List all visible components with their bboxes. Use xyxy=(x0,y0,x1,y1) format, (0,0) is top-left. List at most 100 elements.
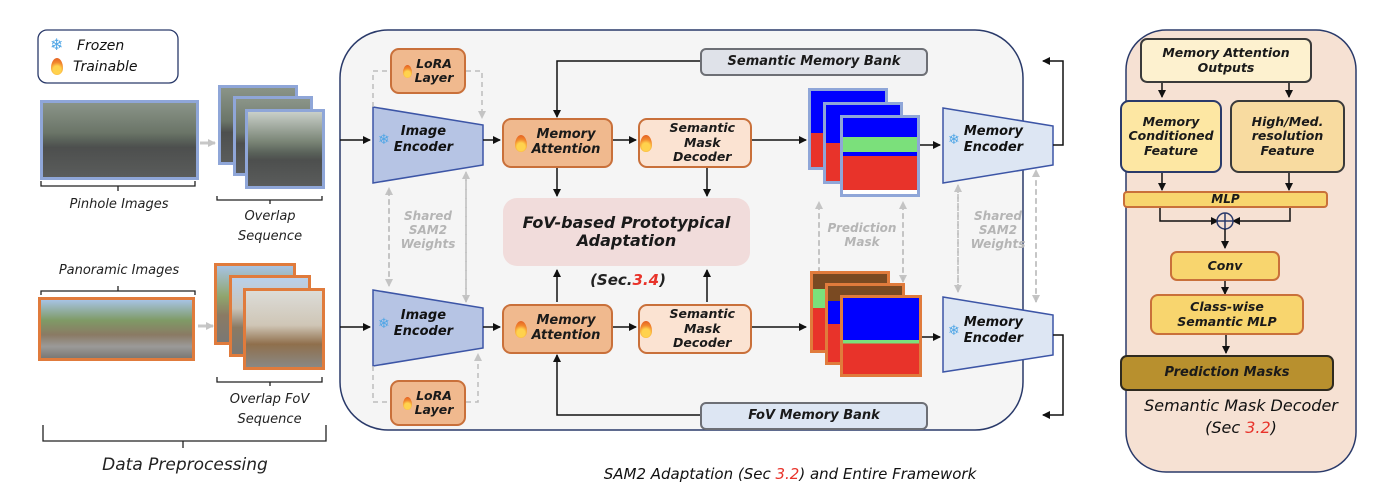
shared-label-1: Shared xyxy=(974,209,1022,223)
legend-frozen-label: Frozen xyxy=(76,38,125,54)
prediction-label-1: Prediction xyxy=(827,221,897,235)
pred-mask-top-3 xyxy=(840,115,920,197)
sec-3-4-reference: (Sec.3.4) xyxy=(563,271,693,289)
flame-icon xyxy=(402,64,412,78)
classwise-semantic-mlp: Class-wise Semantic MLP xyxy=(1150,294,1304,335)
conv-block: Conv xyxy=(1170,251,1280,281)
memory-encoder-label-1: Memory xyxy=(963,315,1023,330)
snowflake-icon: ❄ xyxy=(50,35,64,54)
overlap-sequence-label-2: Sequence xyxy=(237,229,303,244)
memory-encoder-top-shape xyxy=(942,107,1054,184)
highres-label-1: High/Med. xyxy=(1251,113,1324,129)
mem-attn-outputs-label-1: Memory Attention xyxy=(1162,45,1290,61)
sec34-suffix: ) xyxy=(659,271,666,289)
legend-box xyxy=(37,29,179,84)
decoder-title: Semantic Mask Decoder xyxy=(1144,396,1338,415)
image-encoder-label-2: Encoder xyxy=(393,323,454,339)
memory-attention-label-2: Attention xyxy=(531,328,601,343)
pred-mask-bottom-3 xyxy=(840,295,922,377)
highres-label-2: resolution xyxy=(1251,128,1324,144)
caption-suffix: ) and Entire Framework xyxy=(799,465,977,483)
snowflake-icon: ❄ xyxy=(948,131,960,148)
semantic-decoder-label-1: Semantic xyxy=(669,120,736,136)
flame-icon xyxy=(640,320,652,338)
prediction-mask-label: Prediction Mask xyxy=(820,221,904,250)
legend-frozen: ❄ Frozen xyxy=(50,35,124,54)
memory-encoder-label-2: Encoder xyxy=(963,139,1024,155)
shared-weights-right: Shared SAM2 Weights xyxy=(960,209,1036,251)
lora-label-1: LoRA xyxy=(416,387,452,403)
overlap-fov-label-2: Sequence xyxy=(237,412,302,427)
data-preprocessing-title: Data Preprocessing xyxy=(102,455,268,475)
framework-caption: SAM2 Adaptation (Sec 3.2) and Entire Fra… xyxy=(540,465,1040,483)
legend-trainable: Trainable xyxy=(51,58,138,75)
overlap-sequence-frame-3 xyxy=(245,109,325,189)
image-encoder-label-1: Image xyxy=(400,308,447,323)
panoramic-image xyxy=(38,297,195,361)
decoder-sec-ref: 3.2 xyxy=(1245,418,1271,437)
memory-attention-label-2: Attention xyxy=(531,142,601,157)
caption-ref: 3.2 xyxy=(775,465,800,483)
panoramic-images-label: Panoramic Images xyxy=(58,263,180,278)
flame-icon xyxy=(51,58,63,75)
decoder-sec-reference: (Sec 3.2) xyxy=(1126,418,1356,437)
memory-encoder-label-2: Encoder xyxy=(963,330,1024,346)
semantic-memory-bank: Semantic Memory Bank xyxy=(700,48,928,76)
overlap-fov-label-1: Overlap FoV xyxy=(229,392,310,407)
memory-conditioned-feature: Memory Conditioned Feature xyxy=(1120,100,1222,173)
image-encoder-label-2: Encoder xyxy=(393,139,454,155)
mem-cond-label-3: Feature xyxy=(1144,142,1198,158)
memory-encoder-bottom-shape xyxy=(942,296,1054,373)
flame-icon xyxy=(640,134,652,152)
shared-label-3: Weights xyxy=(400,236,456,251)
lora-label-1: LoRA xyxy=(416,55,452,71)
shared-label-3: Weights xyxy=(970,236,1026,251)
fov-adaptation-label-1: FoV-based Prototypical xyxy=(522,212,731,232)
lora-label-2: Layer xyxy=(414,402,454,417)
flame-icon xyxy=(402,396,412,410)
shared-label-2: SAM2 xyxy=(408,222,448,237)
mem-cond-label-1: Memory xyxy=(1142,113,1200,129)
mem-attn-outputs-label-2: Outputs xyxy=(1197,59,1255,75)
image-encoder-top-shape xyxy=(372,106,484,184)
snowflake-icon: ❄ xyxy=(378,315,390,332)
classwise-label-1: Class-wise xyxy=(1190,299,1264,315)
sec34-ref: 3.4 xyxy=(632,271,660,289)
sec34-prefix: (Sec. xyxy=(590,271,633,289)
memory-attention-label-1: Memory xyxy=(536,127,596,143)
shared-label-1: Shared xyxy=(404,209,452,223)
mlp-block: MLP xyxy=(1123,191,1328,208)
semantic-decoder-label-2: Mask Decoder xyxy=(673,320,732,351)
semantic-decoder-label-1: Semantic xyxy=(669,306,736,322)
lora-label-2: Layer xyxy=(414,70,454,85)
memory-encoder-label-1: Memory xyxy=(963,124,1023,139)
decoder-sec-suffix: ) xyxy=(1270,418,1277,437)
mem-cond-label-2: Conditioned xyxy=(1128,128,1214,144)
legend-trainable-label: Trainable xyxy=(73,58,138,75)
snowflake-icon: ❄ xyxy=(948,322,960,339)
fov-prototypical-adaptation: FoV-based Prototypical Adaptation xyxy=(503,198,750,266)
shared-label-2: SAM2 xyxy=(978,222,1018,237)
prediction-masks-block: Prediction Masks xyxy=(1120,355,1334,391)
image-encoder-label-1: Image xyxy=(400,124,447,139)
fov-memory-bank: FoV Memory Bank xyxy=(700,402,928,430)
prediction-label-2: Mask xyxy=(844,234,880,249)
overlap-fov-frame-3 xyxy=(243,288,325,370)
decoder-sec-prefix: (Sec xyxy=(1205,418,1246,437)
flame-icon xyxy=(514,320,527,338)
highres-label-3: Feature xyxy=(1260,142,1315,158)
fov-adaptation-label-2: Adaptation xyxy=(576,231,677,250)
high-med-resolution-feature: High/Med. resolution Feature xyxy=(1230,100,1345,173)
image-encoder-bottom-shape xyxy=(372,289,484,367)
pinhole-image xyxy=(40,100,199,180)
